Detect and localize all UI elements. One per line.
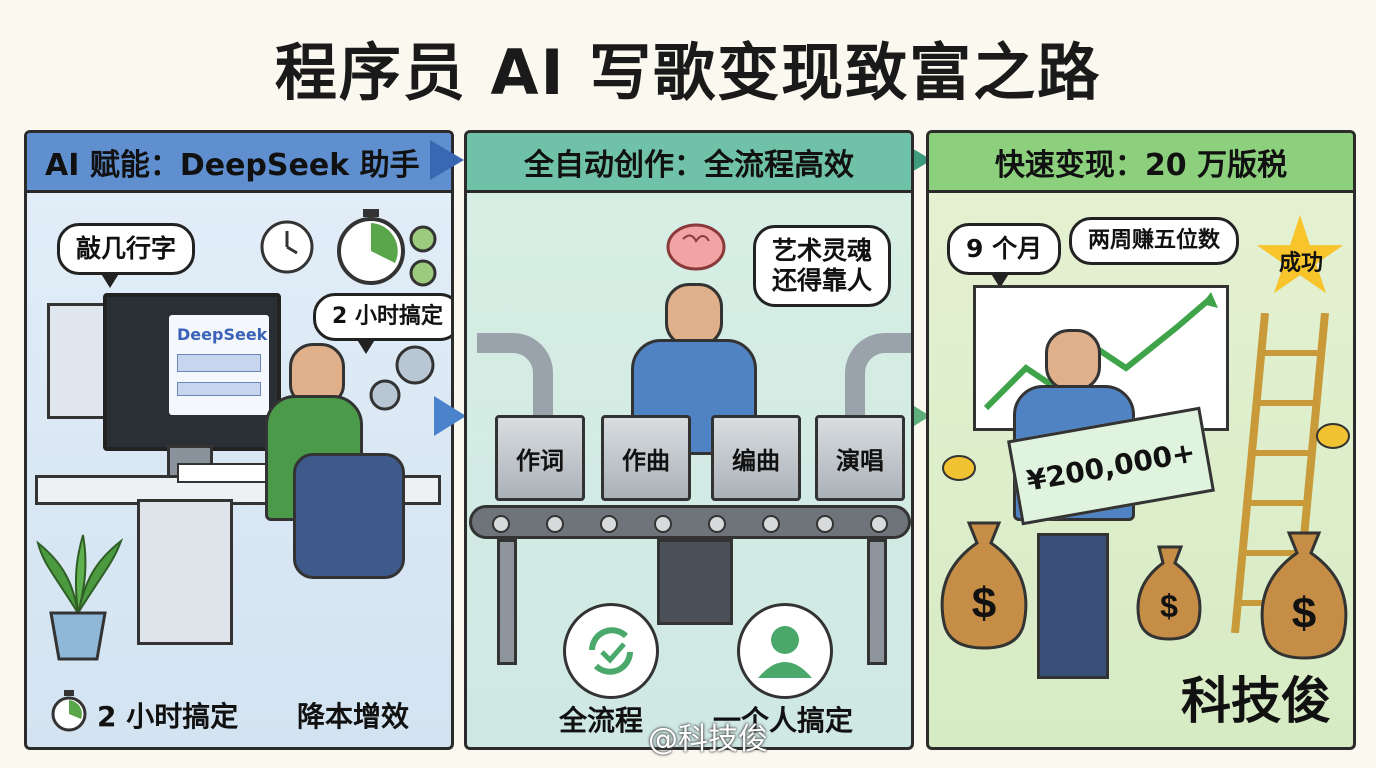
stopwatch-small-icon [51, 690, 87, 732]
programmer-head [289, 343, 345, 405]
arrow-icon [430, 140, 464, 180]
person-legs [1037, 533, 1109, 679]
speech-bubble-typing: 敲几行字 [57, 223, 196, 288]
signature-logo: 科技俊 [1181, 671, 1331, 730]
panel-monetize: 快速变现：20 万版税 9 个月 两周赚五位数 成功 ¥200,000+ $ $ [926, 130, 1356, 750]
brain-icon [666, 223, 726, 271]
watermark: @科技俊 [648, 722, 768, 757]
screen-window: DeepSeek [169, 315, 269, 415]
person-head [665, 283, 723, 347]
conveyor-belt [469, 505, 911, 539]
panel-header: 快速变现：20 万版税 [929, 133, 1353, 193]
user-icon [737, 603, 833, 699]
refresh-cycle-icon [563, 603, 659, 699]
panel-ai-empower: AI 赋能：DeepSeek 助手 敲几行字 2 小时搞定 DeepSeek [24, 130, 454, 750]
chat-input [177, 354, 261, 372]
label-one-person: 一个人搞定 [713, 704, 854, 737]
money-bag-icon: $ [1136, 545, 1202, 641]
office-chair [293, 453, 405, 579]
belt-leg [867, 539, 887, 665]
panel-auto-create: 全自动创作：全流程高效 艺术灵魂 还得靠人 作词 作曲 编曲 演唱 [464, 130, 914, 750]
star-label: 成功 [1278, 251, 1323, 276]
svg-text:$: $ [1160, 588, 1178, 624]
coin-icon [1316, 423, 1350, 449]
speech-bubble-months: 9 个月 [947, 223, 1062, 288]
drawer-cabinet [137, 499, 233, 645]
deepseek-logo: DeepSeek [177, 325, 268, 344]
panel-header: 全自动创作：全流程高效 [467, 133, 911, 193]
money-bag-icon: $ [940, 521, 1028, 650]
coin-icon [942, 455, 976, 481]
panel-header: AI 赋能：DeepSeek 助手 [27, 133, 451, 193]
step-lyrics: 作词 [495, 415, 585, 501]
stopwatch-icon [337, 209, 405, 285]
speech-bubble-time: 2 小时搞定 [313, 293, 451, 355]
arrow-icon [434, 396, 466, 436]
step-arrange: 编曲 [711, 415, 801, 501]
person-head [1045, 329, 1101, 391]
person-legs [657, 539, 733, 625]
main-monitor: DeepSeek [103, 293, 281, 451]
page-title: 程序员 AI 写歌变现致富之路 [274, 36, 1102, 109]
gears-icon [369, 345, 435, 411]
speech-bubble-soul: 艺术灵魂 还得靠人 [753, 225, 892, 307]
step-sing: 演唱 [815, 415, 905, 501]
belt-leg [497, 539, 517, 665]
chat-input-2 [177, 382, 261, 396]
wall-clock-icon [260, 220, 314, 274]
plant-icon [36, 534, 123, 661]
speech-bubble-weeks: 两周赚五位数 [1069, 217, 1240, 266]
label-full-process: 全流程 [559, 704, 644, 737]
svg-text:$: $ [1292, 589, 1316, 638]
label-cost-efficiency: 降本增效 [297, 700, 410, 733]
svg-text:$: $ [972, 579, 996, 628]
label-two-hours: 2 小时搞定 [97, 700, 239, 733]
step-compose: 作曲 [601, 415, 691, 501]
money-bag-icon: $ [1260, 531, 1348, 660]
gear-icon [409, 225, 437, 287]
